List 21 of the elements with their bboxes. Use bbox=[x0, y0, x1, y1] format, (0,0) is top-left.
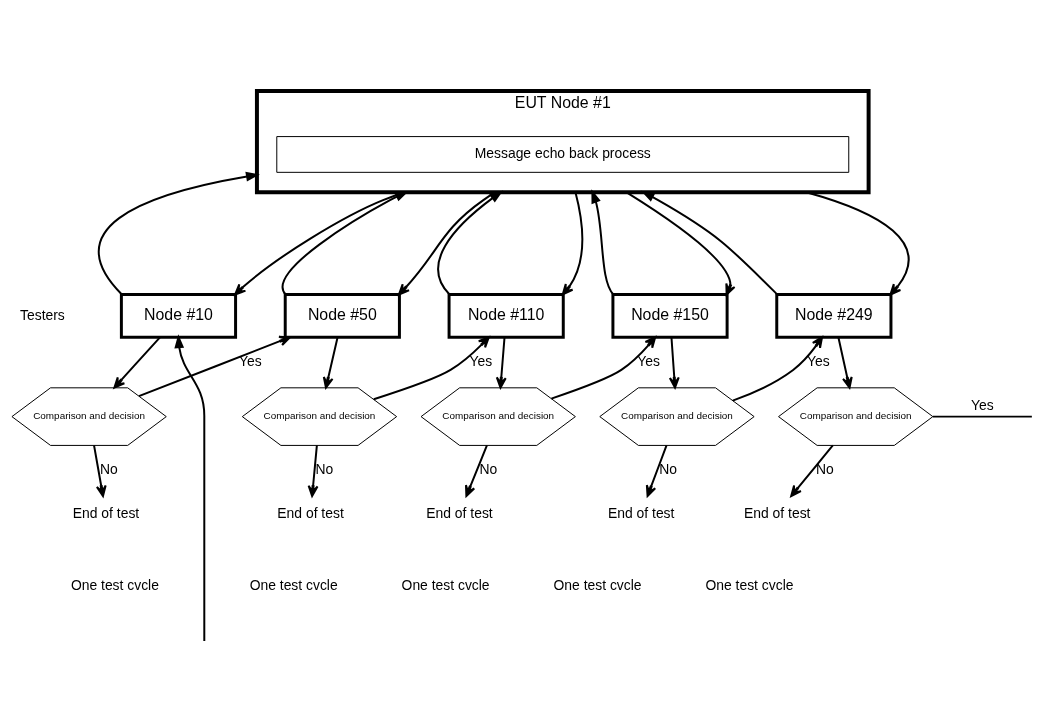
label: One test cvcle bbox=[553, 577, 642, 594]
edge-label: No bbox=[479, 461, 498, 478]
label: Testers bbox=[20, 306, 65, 323]
edge-label: No bbox=[315, 461, 334, 478]
node-text: End of test bbox=[608, 504, 675, 521]
edge-label: Yes bbox=[637, 353, 660, 370]
label: One test cvcle bbox=[70, 577, 159, 594]
node-text: End of test bbox=[72, 504, 140, 521]
node-text: End of test bbox=[426, 504, 493, 521]
label: One test cvcle bbox=[401, 577, 490, 594]
node-text: End of test bbox=[744, 504, 811, 521]
label: One test cvcle bbox=[249, 577, 338, 594]
edge-label: No bbox=[816, 461, 834, 478]
node-text: End of test bbox=[277, 504, 344, 521]
edge-label: Yes bbox=[971, 396, 994, 413]
edge-label: Yes bbox=[469, 353, 493, 370]
edge-label: Yes bbox=[239, 353, 262, 370]
edge-label: No bbox=[100, 461, 118, 478]
edge-label: Yes bbox=[807, 353, 830, 370]
edge-label: No bbox=[659, 461, 677, 478]
label: One test cvcle bbox=[705, 577, 794, 594]
